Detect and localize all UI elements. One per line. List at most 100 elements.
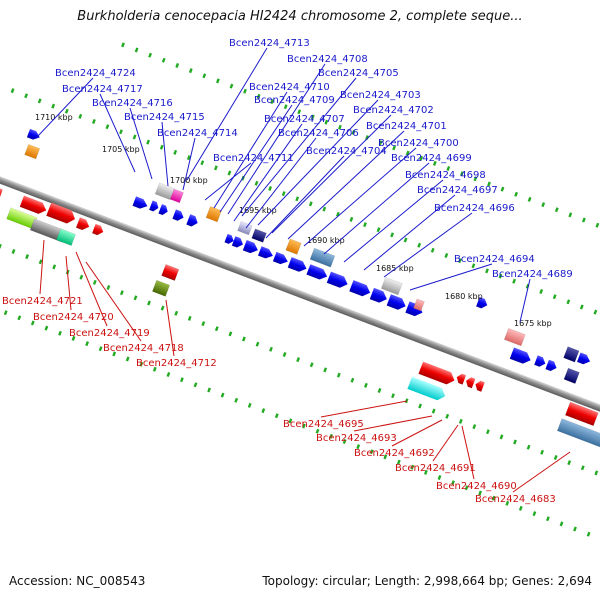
label-leader-line: [36, 77, 94, 138]
gene-arrow: [224, 233, 234, 244]
tick-mark: [485, 429, 490, 435]
tick-mark: [297, 109, 302, 115]
tick-mark: [173, 149, 178, 155]
tick-mark: [437, 475, 442, 480]
tick-mark: [392, 145, 397, 151]
tick-mark: [451, 480, 455, 486]
tick-mark: [396, 459, 401, 465]
tick-mark: [376, 227, 381, 233]
tick-mark: [44, 325, 49, 331]
gene-arrow: [418, 361, 455, 385]
tick-mark: [295, 196, 300, 202]
tick-mark: [410, 464, 415, 470]
gene-arrow: [231, 236, 243, 248]
gene-arrow: [287, 257, 307, 272]
tick-mark: [472, 424, 477, 430]
gene-feature: [556, 418, 600, 449]
gene-label-bcen2424_4712: Bcen2424_4712: [136, 358, 217, 369]
label-leader-line: [271, 114, 392, 234]
tick-mark: [419, 155, 424, 161]
gene-label-bcen2424_4696: Bcen2424_4696: [434, 203, 515, 214]
gene-label-bcen2424_4701: Bcen2424_4701: [366, 121, 447, 132]
kbp-label: 1705 kbp: [102, 145, 140, 154]
tick-mark: [105, 124, 110, 130]
gene-feature: [152, 279, 171, 297]
kbp-label: 1710 kbp: [35, 113, 73, 122]
tick-mark: [85, 341, 90, 347]
tick-mark: [51, 103, 56, 109]
tick-mark: [214, 326, 219, 332]
gene-arrow: [132, 196, 148, 209]
tick-mark: [342, 439, 347, 444]
tick-mark: [512, 278, 517, 284]
tick-mark: [188, 68, 193, 74]
tick-mark: [336, 372, 341, 378]
tick-mark: [581, 217, 586, 223]
tick-mark: [498, 273, 503, 279]
tick-mark: [10, 88, 15, 94]
tick-mark: [322, 206, 327, 212]
label-leader-line: [186, 47, 268, 181]
map-title: Burkholderia cenocepacia HI2424 chromoso…: [77, 9, 523, 24]
label-leader-line: [363, 194, 456, 271]
gene-feature: [161, 264, 180, 281]
gene-label-bcen2424_4693: Bcen2424_4693: [316, 433, 397, 444]
gene-label-bcen2424_4702: Bcen2424_4702: [353, 105, 434, 116]
gene-feature: [285, 238, 302, 255]
tick-mark: [363, 222, 367, 228]
tick-mark: [418, 403, 423, 409]
tick-mark: [430, 247, 435, 253]
gene-feature: [563, 346, 580, 363]
gene-feature: [169, 188, 184, 204]
gene-feature: [563, 367, 580, 384]
tick-mark: [175, 63, 180, 68]
tick-mark: [17, 315, 22, 321]
tick-mark: [499, 434, 504, 440]
tick-mark: [133, 295, 138, 301]
tick-mark: [139, 361, 144, 367]
tick-mark: [310, 114, 315, 120]
tick-mark: [471, 263, 476, 269]
tick-mark: [390, 232, 395, 238]
genome-summary-text: Topology: circular; Length: 2,998,664 bp…: [262, 574, 592, 588]
label-leader-line: [343, 179, 444, 263]
tick-mark: [179, 377, 184, 383]
tick-mark: [337, 124, 342, 130]
tick-mark: [309, 362, 314, 368]
tick-mark: [193, 382, 198, 388]
tick-mark: [301, 423, 306, 429]
tick-mark: [202, 73, 207, 79]
gene-label-bcen2424_4708: Bcen2424_4708: [287, 54, 368, 65]
tick-mark: [58, 330, 62, 336]
tick-mark: [228, 331, 233, 337]
gene-label-bcen2424_4697: Bcen2424_4697: [417, 185, 498, 196]
tick-mark: [92, 279, 97, 285]
tick-mark: [121, 42, 125, 48]
kbp-label: 1675 kbp: [514, 319, 552, 328]
tick-mark: [268, 186, 273, 191]
gene-arrow: [509, 347, 531, 364]
tick-mark: [567, 460, 572, 466]
tick-mark: [478, 490, 483, 496]
tick-mark: [281, 191, 286, 197]
gene-label-bcen2424_4720: Bcen2424_4720: [33, 312, 114, 323]
tick-mark: [593, 309, 598, 315]
tick-mark: [174, 310, 179, 316]
tick-mark: [160, 305, 165, 311]
tick-mark: [270, 99, 275, 104]
gene-arrow: [92, 223, 104, 236]
tick-mark: [553, 455, 558, 460]
tick-mark: [356, 444, 361, 450]
tick-mark: [473, 176, 478, 182]
tick-mark: [148, 52, 153, 58]
tick-mark: [269, 346, 273, 352]
tick-mark: [282, 352, 287, 357]
label-leader-line: [287, 130, 405, 240]
tick-mark: [580, 465, 585, 471]
label-leader-line: [461, 425, 475, 480]
tick-mark: [457, 258, 462, 264]
tick-mark: [187, 315, 192, 321]
gene-label-bcen2424_4711: Bcen2424_4711: [213, 153, 294, 164]
gene-label-bcen2424_4718: Bcen2424_4718: [103, 343, 184, 354]
